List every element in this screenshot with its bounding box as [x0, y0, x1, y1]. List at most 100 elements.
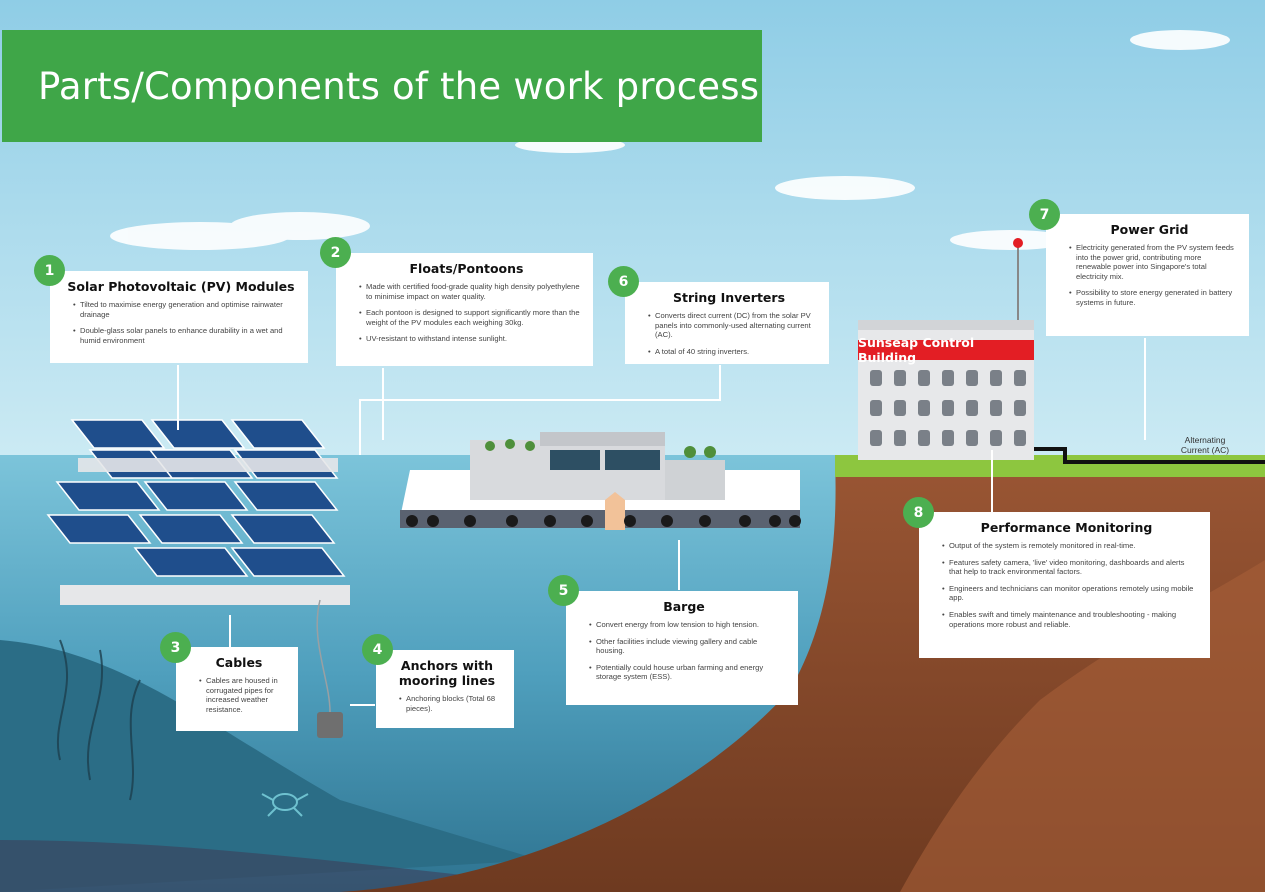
badge-5: 5 [548, 575, 579, 606]
card-bullet: Made with certified food-grade quality h… [359, 282, 581, 301]
pv-panel [46, 514, 152, 544]
pv-panel [230, 419, 326, 449]
card-bullet: Double-glass solar panels to enhance dur… [73, 326, 296, 345]
card-title: Performance Monitoring [980, 520, 1153, 535]
badge-7: 7 [1029, 199, 1060, 230]
card-title: Solar Photovoltaic (PV) Modules [67, 279, 295, 294]
card-bullet: Cables are housed in corrugated pipes fo… [199, 676, 286, 714]
badge-2: 2 [320, 237, 351, 268]
card-pv-modules: Solar Photovoltaic (PV) Modules Tilted t… [50, 271, 308, 363]
pv-array [46, 419, 350, 605]
pv-panel [150, 419, 246, 449]
card-title: Cables [215, 655, 263, 670]
clouds [110, 30, 1230, 250]
card-bullets: Electricity generated from the PV system… [1062, 243, 1237, 308]
badge-3: 3 [160, 632, 191, 663]
card-bullet: Features safety camera, 'live' video mon… [942, 558, 1198, 577]
barge-tyre [427, 515, 439, 527]
building-window [966, 400, 978, 416]
ac-label-line2: Current (AC) [1180, 445, 1230, 455]
seaweed [56, 639, 141, 801]
badge-6: 6 [608, 266, 639, 297]
card-title: Power Grid [1110, 222, 1189, 237]
card-bullet: Anchoring blocks (Total 68 pieces). [399, 694, 502, 713]
pv-panel [70, 419, 166, 449]
title-banner: Parts/Components of the work process [2, 30, 762, 142]
anchor-block [317, 712, 343, 738]
card-bullet: Converts direct current (DC) from the so… [648, 311, 817, 340]
seabed [0, 640, 540, 892]
card-title: Barge [663, 599, 705, 614]
building-window [870, 370, 882, 386]
crab-icon [261, 793, 309, 817]
building-window [990, 430, 1002, 446]
building-window [918, 370, 930, 386]
badge-8: 8 [903, 497, 934, 528]
pontoon [78, 458, 338, 472]
card-bullet: Other facilities include viewing gallery… [589, 637, 786, 656]
barge-tyre [506, 515, 518, 527]
pv-panel [55, 481, 161, 511]
building-window [942, 370, 954, 386]
building-window [966, 370, 978, 386]
barge-tyre [739, 515, 751, 527]
card-bullet: Convert energy from low tension to high … [589, 620, 786, 630]
barge-tyre [661, 515, 673, 527]
building-sign: Sunseap Control Building [858, 335, 1034, 365]
building-window [894, 400, 906, 416]
barge-tyre [544, 515, 556, 527]
card-bullets: Cables are housed in corrugated pipes fo… [192, 676, 286, 714]
barge-tyres [406, 515, 801, 527]
card-power-grid: Power Grid Electricity generated from th… [1046, 214, 1249, 336]
card-bullet: Tilted to maximise energy generation and… [73, 300, 296, 319]
building-window [918, 430, 930, 446]
building-window [942, 400, 954, 416]
barge-tyre [789, 515, 801, 527]
card-bullet: Enables swift and timely maintenance and… [942, 610, 1198, 629]
barge-tyre [624, 515, 636, 527]
pv-panel [230, 547, 346, 577]
ac-label: Alternating Current (AC) [1160, 435, 1250, 455]
building-window [894, 370, 906, 386]
card-bullets: Converts direct current (DC) from the so… [641, 311, 817, 356]
card-bullet: A total of 40 string inverters. [648, 347, 817, 357]
building-windows [870, 370, 1026, 446]
badge-4: 4 [362, 634, 393, 665]
card-bullets: Made with certified food-grade quality h… [352, 282, 581, 344]
building-window [894, 430, 906, 446]
barge-tyre [769, 515, 781, 527]
card-bullet: Output of the system is remotely monitor… [942, 541, 1198, 551]
building-window [942, 430, 954, 446]
building-window [870, 400, 882, 416]
barge-tyre [464, 515, 476, 527]
card-bullet: Possibility to store energy generated in… [1069, 288, 1237, 307]
card-bullet: UV-resistant to withstand intense sunlig… [359, 334, 581, 344]
building-window [1014, 430, 1026, 446]
card-title: String Inverters [672, 290, 786, 305]
card-title: Anchors with mooring lines [398, 658, 496, 688]
card-bullet: Potentially could house urban farming an… [589, 663, 786, 682]
card-anchors: Anchors with mooring lines Anchoring blo… [376, 650, 514, 728]
building-window [990, 370, 1002, 386]
barge-tyre [699, 515, 711, 527]
card-inverters: String Inverters Converts direct current… [625, 282, 829, 364]
card-cables: Cables Cables are housed in corrugated p… [176, 647, 298, 731]
card-title: Floats/Pontoons [409, 261, 524, 276]
pv-panel [230, 514, 336, 544]
badge-1: 1 [34, 255, 65, 286]
card-bullet: Each pontoon is designed to support sign… [359, 308, 581, 327]
ac-label-line1: Alternating [1184, 435, 1226, 445]
building-window [1014, 400, 1026, 416]
card-floats: Floats/Pontoons Made with certified food… [336, 253, 593, 366]
card-bullets: Anchoring blocks (Total 68 pieces). [392, 694, 502, 713]
page-title: Parts/Components of the work process [38, 64, 760, 108]
card-bullets: Convert energy from low tension to high … [582, 620, 786, 682]
pv-panel [233, 481, 339, 511]
ac-cable [1030, 447, 1265, 464]
card-bullets: Tilted to maximise energy generation and… [66, 300, 296, 345]
building-window [1014, 370, 1026, 386]
building-window [918, 400, 930, 416]
building-window [966, 430, 978, 446]
pv-panel [133, 547, 249, 577]
connector-lines [177, 338, 1146, 706]
